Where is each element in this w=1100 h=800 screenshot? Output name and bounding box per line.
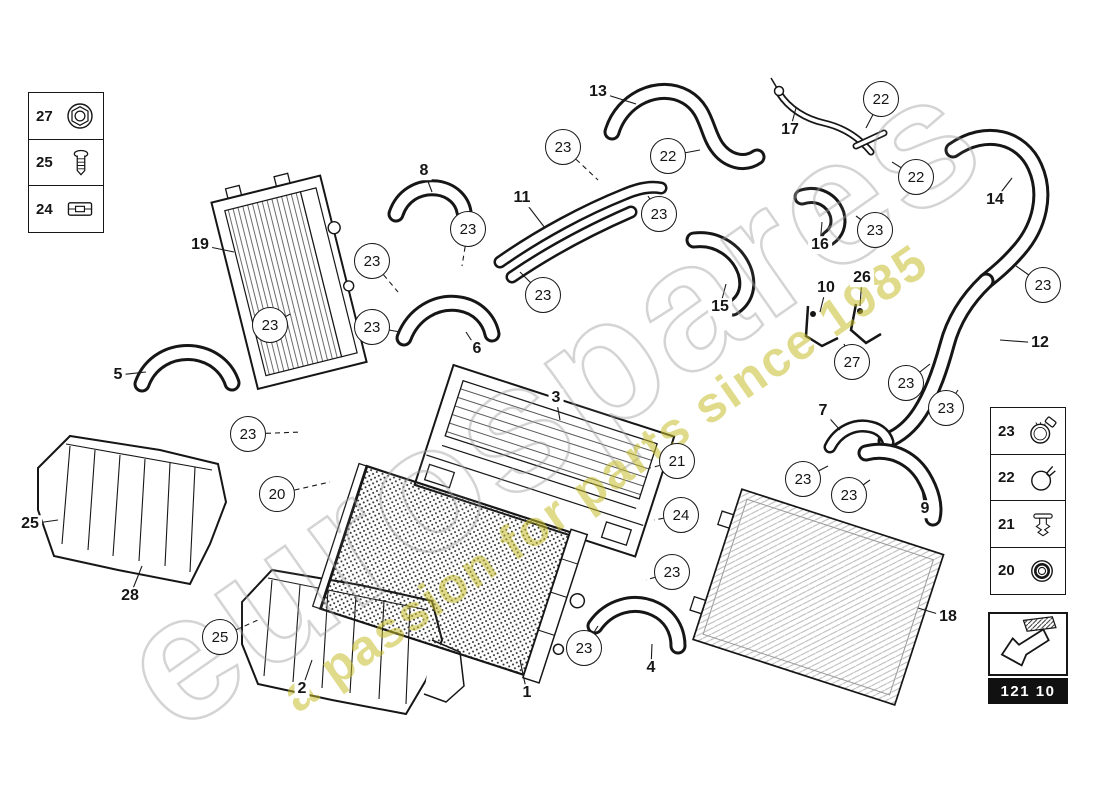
- bracket-26: [849, 303, 882, 345]
- radiator-18: [689, 488, 945, 707]
- pipe-17: [770, 77, 888, 156]
- leader-line-25: [219, 619, 259, 638]
- legend-label-23: 23: [998, 422, 1015, 440]
- part-ref-callout-23[interactable]: 23: [857, 212, 893, 248]
- part-callout-26[interactable]: 26: [850, 269, 874, 287]
- part-callout-2[interactable]: 2: [294, 680, 310, 698]
- leader-line-23: [562, 146, 599, 181]
- part-ref-callout-25[interactable]: 25: [202, 619, 238, 655]
- legend-item-20[interactable]: 20: [990, 546, 1066, 595]
- part-ref-callout-23[interactable]: 23: [450, 211, 486, 247]
- legend-label-21: 21: [998, 515, 1015, 533]
- legend-item-25[interactable]: 25: [28, 138, 104, 187]
- part-callout-15[interactable]: 15: [708, 298, 732, 316]
- legend-label-27: 27: [36, 107, 53, 125]
- part-ref-callout-23[interactable]: 23: [785, 461, 821, 497]
- clamp-legend: 23 22 21 20: [990, 407, 1066, 595]
- radiator-1: [311, 462, 589, 684]
- legend-label-25: 25: [36, 154, 53, 172]
- cage-clip-icon: [64, 193, 96, 225]
- part-ref-callout-23[interactable]: 23: [545, 129, 581, 165]
- hose-9: [857, 442, 943, 527]
- legend-item-23[interactable]: 23: [990, 407, 1066, 456]
- part-callout-18[interactable]: 18: [936, 608, 960, 626]
- part-callout-11[interactable]: 11: [510, 189, 534, 207]
- part-callout-3[interactable]: 3: [548, 389, 564, 407]
- part-ref-callout-23[interactable]: 23: [1025, 267, 1061, 303]
- leader-line-23: [461, 228, 469, 267]
- part-ref-callout-23[interactable]: 23: [641, 196, 677, 232]
- part-callout-4[interactable]: 4: [643, 659, 659, 677]
- air-guide-28: [37, 434, 228, 586]
- legend-label-22: 22: [998, 469, 1015, 487]
- hose-7: [823, 419, 895, 454]
- part-ref-callout-27[interactable]: 27: [834, 344, 870, 380]
- hose-11: [493, 180, 668, 284]
- part-ref-callout-23[interactable]: 23: [252, 307, 288, 343]
- part-callout-7[interactable]: 7: [815, 402, 831, 420]
- hose-15: [685, 231, 756, 317]
- part-ref-callout-23[interactable]: 23: [354, 243, 390, 279]
- part-ref-callout-23[interactable]: 23: [354, 309, 390, 345]
- hose-8: [387, 179, 473, 223]
- legend-item-21[interactable]: 21: [990, 500, 1066, 549]
- radiator-frame-3: [413, 363, 676, 558]
- part-ref-callout-24[interactable]: 24: [663, 497, 699, 533]
- grommet-icon: [1026, 555, 1058, 587]
- part-callout-28[interactable]: 28: [118, 587, 142, 605]
- hose-12: [877, 272, 995, 450]
- hose-clamp-icon: [1026, 415, 1058, 447]
- part-ref-callout-22[interactable]: 22: [863, 81, 899, 117]
- part-callout-12[interactable]: 12: [1028, 334, 1052, 352]
- part-callout-16[interactable]: 16: [808, 236, 832, 254]
- part-ref-callout-23[interactable]: 23: [566, 630, 602, 666]
- part-callout-10[interactable]: 10: [814, 279, 838, 297]
- part-callout-19[interactable]: 19: [188, 236, 212, 254]
- part-callout-6[interactable]: 6: [469, 340, 485, 358]
- leader-line-23: [371, 260, 399, 293]
- spring-clamp-icon: [1026, 462, 1058, 494]
- part-ref-callout-23[interactable]: 23: [525, 277, 561, 313]
- screw-icon: [66, 147, 96, 179]
- legend-item-24[interactable]: 24: [28, 185, 104, 234]
- part-ref-callout-23[interactable]: 23: [888, 365, 924, 401]
- part-callout-13[interactable]: 13: [586, 83, 610, 101]
- fastener-legend: 27 25 24: [28, 92, 104, 234]
- legend-label-24: 24: [36, 200, 53, 218]
- diagram-code-badge: 121 10: [988, 678, 1068, 704]
- legend-item-27[interactable]: 27: [28, 92, 104, 141]
- part-callout-8[interactable]: 8: [416, 162, 432, 180]
- part-ref-callout-22[interactable]: 22: [650, 138, 686, 174]
- hose-16: [793, 187, 847, 247]
- push-rivet-icon: [1028, 508, 1058, 540]
- radiator-19: [210, 172, 368, 391]
- legend-item-22[interactable]: 22: [990, 453, 1066, 502]
- hose-4: [586, 596, 687, 655]
- part-ref-callout-23[interactable]: 23: [831, 477, 867, 513]
- part-ref-callout-21[interactable]: 21: [659, 443, 695, 479]
- part-callout-1[interactable]: 1: [519, 684, 535, 702]
- part-ref-callout-23[interactable]: 23: [230, 416, 266, 452]
- part-callout-17[interactable]: 17: [778, 121, 802, 139]
- part-callout-9[interactable]: 9: [917, 500, 933, 518]
- part-ref-callout-22[interactable]: 22: [898, 159, 934, 195]
- part-ref-callout-23[interactable]: 23: [654, 554, 690, 590]
- bracket-10: [804, 305, 839, 348]
- diagram-nav-box[interactable]: [988, 612, 1068, 676]
- page-arrow-icon: [995, 615, 1061, 674]
- hose-14: [944, 128, 1050, 290]
- part-ref-callout-20[interactable]: 20: [259, 476, 295, 512]
- hose-5: [133, 344, 241, 393]
- part-callout-5[interactable]: 5: [110, 366, 126, 384]
- part-callout-25[interactable]: 25: [18, 515, 42, 533]
- flange-nut-icon: [64, 100, 96, 132]
- part-callout-14[interactable]: 14: [983, 191, 1007, 209]
- hose-6: [395, 294, 501, 347]
- hose-13: [603, 82, 766, 170]
- part-ref-callout-23[interactable]: 23: [928, 390, 964, 426]
- legend-label-20: 20: [998, 562, 1015, 580]
